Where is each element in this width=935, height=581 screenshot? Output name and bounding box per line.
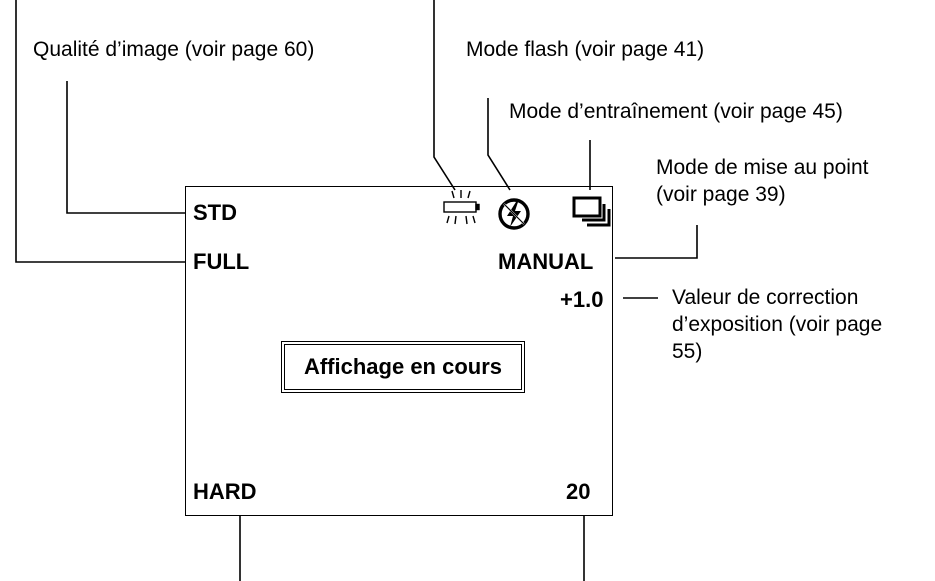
image-size-indicator: FULL: [193, 249, 250, 274]
label-flash-mode: Mode flash (voir page 41): [466, 38, 705, 61]
leader-image-size: [15, 0, 185, 263]
lcd-screen: [185, 186, 613, 516]
label-exposure-line2: d’exposition (voir page: [672, 313, 883, 336]
leader-flash: [487, 98, 511, 191]
message-box: Affichage en cours: [281, 341, 525, 393]
leader-focus: [615, 225, 698, 259]
exposure-value: +1.0: [560, 287, 604, 312]
continuous-drive-icon: [572, 196, 611, 227]
battery-blink-icon: [443, 190, 480, 225]
leader-battery: [433, 0, 456, 191]
label-exposure-line3: 55): [672, 340, 703, 363]
quality-indicator: STD: [193, 200, 237, 225]
message-text: Affichage en cours: [284, 344, 522, 390]
label-focus-mode-line2: (voir page 39): [656, 183, 786, 206]
label-drive-mode: Mode d’entraînement (voir page 45): [509, 100, 843, 123]
label-image-quality: Qualité d’image (voir page 60): [33, 38, 315, 61]
focus-indicator: MANUAL: [498, 249, 594, 274]
flash-off-icon: [498, 198, 530, 230]
leader-image-quality: [66, 81, 185, 214]
sharpness-indicator: HARD: [193, 479, 257, 504]
label-exposure-line1: Valeur de correction: [672, 286, 859, 309]
label-focus-mode-line1: Mode de mise au point: [656, 156, 869, 179]
frame-count: 20: [566, 479, 591, 504]
